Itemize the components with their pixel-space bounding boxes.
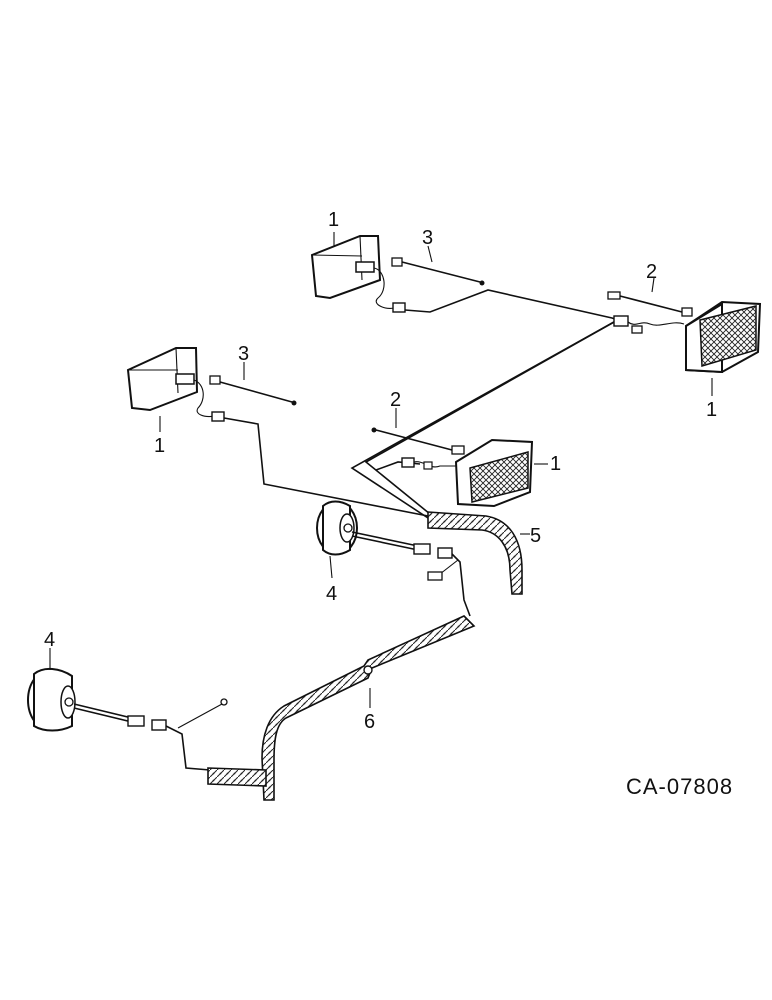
callout-harness-center: 2 xyxy=(390,389,401,411)
flasher-mid xyxy=(316,500,471,617)
harness-mid-left xyxy=(209,375,297,406)
callout-lamp-upper-left: 1 xyxy=(328,209,339,231)
harness-upper-right xyxy=(607,291,693,317)
lamp-right-top xyxy=(685,300,762,374)
callout-conduit-long: 6 xyxy=(364,711,375,733)
callout-flasher-lower: 4 xyxy=(44,629,55,651)
callout-flasher-mid: 4 xyxy=(326,583,337,605)
callout-harness-upper-right: 2 xyxy=(646,261,657,283)
callout-conduit-short: 5 xyxy=(530,525,541,547)
callout-harness-upper-left: 3 xyxy=(422,227,433,249)
lamp-center xyxy=(454,438,534,508)
flasher-lower xyxy=(27,668,228,771)
callout-lamp-mid-left: 1 xyxy=(154,435,165,457)
lamp-upper-left xyxy=(310,235,406,313)
callout-lamp-right-top: 1 xyxy=(706,399,717,421)
callout-labels: 1 3 2 1 3 1 2 1 5 4 4 6 xyxy=(44,209,717,733)
callout-lamp-center: 1 xyxy=(550,453,561,475)
leader-lines xyxy=(49,232,713,708)
harness-center xyxy=(371,427,465,455)
conduit-long xyxy=(207,615,476,801)
callout-harness-mid-left: 3 xyxy=(238,343,249,365)
reference-code: CA-07808 xyxy=(626,774,733,799)
harness-upper-left xyxy=(391,257,485,286)
main-wiring xyxy=(223,289,685,519)
lamp-mid-left xyxy=(126,347,225,422)
conduit-short xyxy=(427,511,523,595)
